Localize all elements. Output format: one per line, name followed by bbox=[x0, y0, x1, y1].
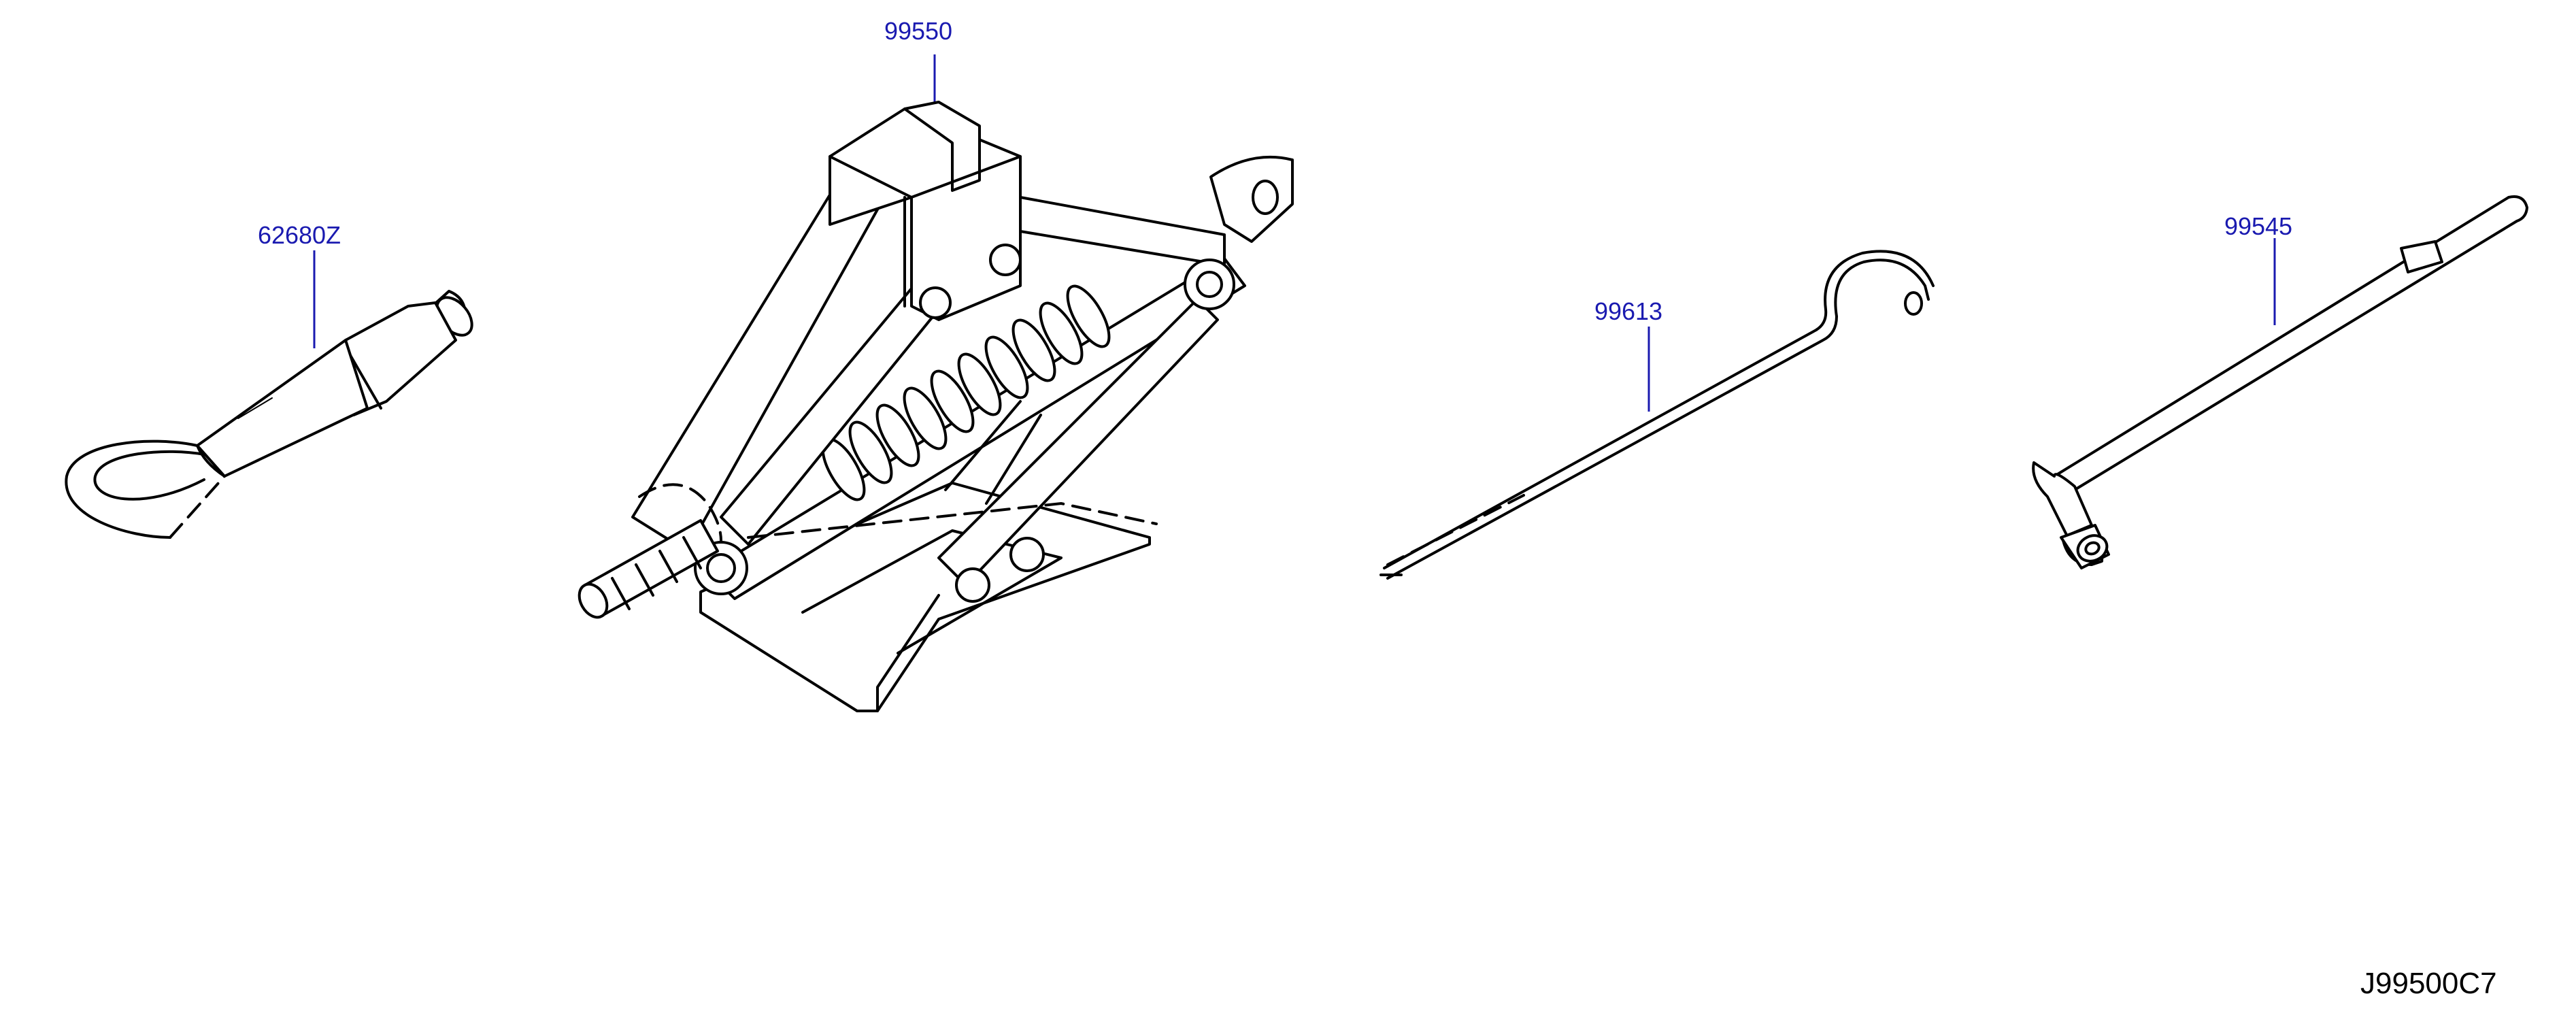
wheel-wrench-part-number[interactable]: 99545 bbox=[2224, 212, 2292, 240]
part-wheel-wrench[interactable]: 99545 bbox=[2032, 195, 2528, 569]
scissor-jack-icon bbox=[578, 101, 1294, 712]
jack-part-number[interactable]: 99550 bbox=[884, 17, 952, 45]
jack-handle-part-number[interactable]: 99613 bbox=[1594, 297, 1662, 325]
tow-hook-part-number[interactable]: 62680Z bbox=[258, 221, 341, 249]
tow-hook-icon bbox=[65, 290, 473, 539]
part-tow-hook[interactable]: 62680Z bbox=[65, 221, 479, 539]
jack-handle-rod-icon bbox=[1379, 250, 1935, 580]
diagram-code: J99500C7 bbox=[2360, 967, 2497, 1000]
wheel-wrench-icon bbox=[2032, 195, 2528, 569]
part-jack[interactable]: 99550 bbox=[573, 17, 1294, 712]
part-jack-handle[interactable]: 99613 bbox=[1379, 250, 1935, 580]
